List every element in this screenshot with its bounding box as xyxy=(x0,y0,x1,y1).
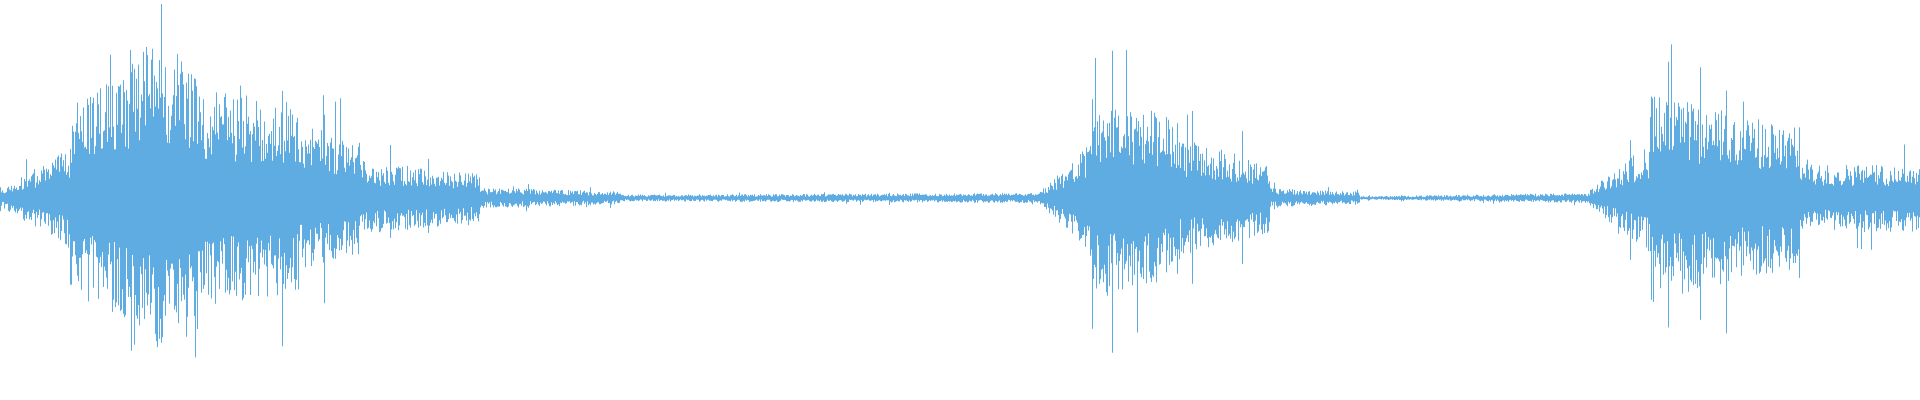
waveform-trace xyxy=(0,4,1920,358)
